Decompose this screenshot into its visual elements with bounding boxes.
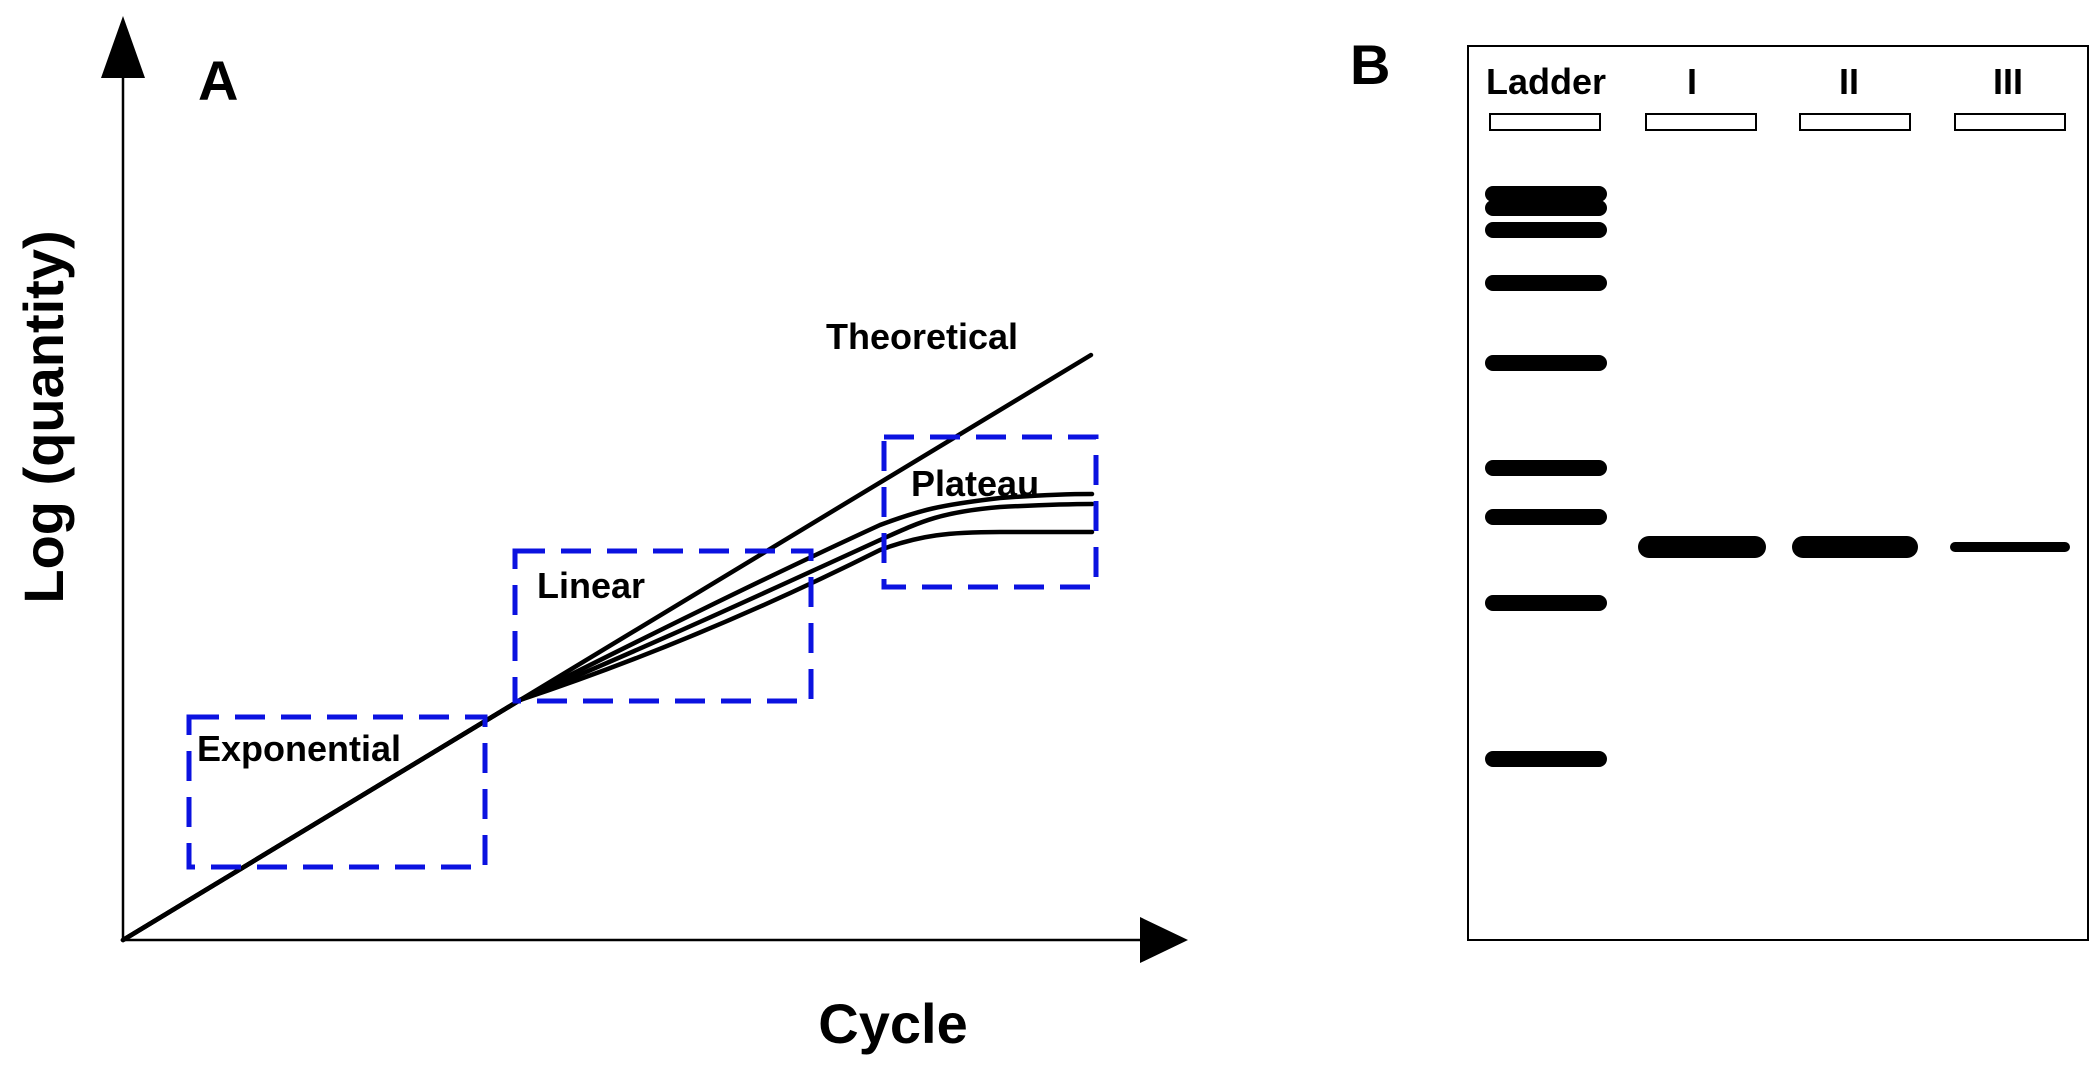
panel-a-letter: A <box>198 49 238 112</box>
lane-label-ii: II <box>1839 61 1859 102</box>
plateau-phase-label: Plateau <box>911 463 1039 504</box>
sample-band-lane-i <box>1638 536 1766 558</box>
theoretical-label: Theoretical <box>826 316 1018 357</box>
exponential-phase-label: Exponential <box>197 728 401 769</box>
well-ladder <box>1489 113 1601 131</box>
ladder-band <box>1485 200 1607 216</box>
well-lane-i <box>1645 113 1757 131</box>
lane-label-i: I <box>1687 61 1697 102</box>
panel-b: B Ladder I II III <box>1350 33 2089 941</box>
plateau-phase-box <box>881 434 1099 590</box>
ladder-band <box>1485 751 1607 767</box>
x-axis-title: Cycle <box>818 992 967 1055</box>
y-axis-title: Log (quantity) <box>12 230 75 603</box>
gel-frame <box>1467 45 2089 941</box>
lane-label-ladder: Ladder <box>1486 61 1606 102</box>
linear-phase-box <box>512 548 814 704</box>
ladder-band <box>1485 275 1607 291</box>
ladder-band <box>1485 460 1607 476</box>
linear-phase-label: Linear <box>537 565 645 606</box>
panel-b-letter: B <box>1350 33 1390 96</box>
sample-band-lane-ii <box>1792 536 1918 558</box>
amplification-curve-1 <box>120 491 1095 943</box>
ladder-band <box>1485 222 1607 238</box>
ladder-band <box>1485 186 1607 202</box>
panel-a: A Log (quantity) Cycle Theoretical Expon… <box>12 16 1188 1055</box>
ladder-band <box>1485 595 1607 611</box>
x-axis-arrow-icon <box>1140 917 1188 963</box>
lane-label-iii: III <box>1993 61 2023 102</box>
ladder-band <box>1485 355 1607 371</box>
well-lane-ii <box>1799 113 1911 131</box>
ladder-band <box>1485 509 1607 525</box>
y-axis-arrow-icon <box>101 16 145 78</box>
sample-band-lane-iii <box>1950 542 2070 552</box>
well-lane-iii <box>1954 113 2066 131</box>
exponential-phase-box <box>186 714 488 870</box>
